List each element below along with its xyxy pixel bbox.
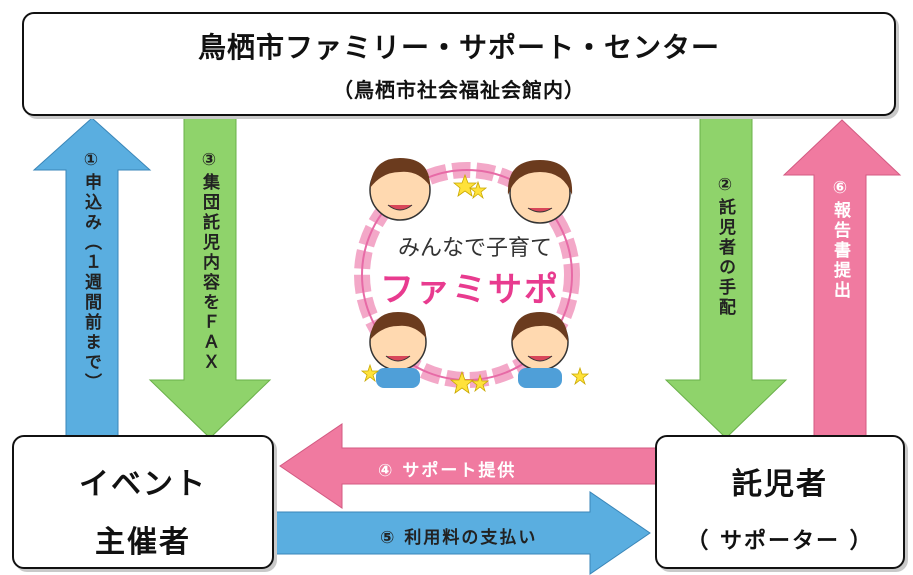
flow-1-label: ①申込み（１週間前まで） bbox=[81, 150, 101, 393]
flow-5-text: 利用料の支払い bbox=[404, 528, 538, 548]
child-illustration-bottom-left bbox=[369, 312, 427, 388]
flow-5-number: ⑤ bbox=[380, 528, 397, 548]
flow-4-text: サポート提供 bbox=[402, 461, 517, 481]
child-illustration-top-left bbox=[369, 158, 431, 221]
flow-3-number: ③ bbox=[199, 150, 219, 173]
supporter-box: 託児者 （ サポーター ） bbox=[655, 435, 905, 569]
organizer-label-line2: 主催者 bbox=[95, 525, 191, 560]
event-organizer-box: イベント 主催者 bbox=[12, 435, 274, 569]
flow-2-text: 託児者の手配 bbox=[715, 198, 735, 318]
star-decorations bbox=[360, 173, 590, 394]
arrow-payment bbox=[274, 491, 651, 575]
child-illustration-top-right bbox=[507, 160, 573, 224]
flow-2-label: ②託児者の手配 bbox=[715, 175, 735, 318]
arrow-arrange bbox=[664, 117, 788, 439]
flow-5-label: ⑤ 利用料の支払い bbox=[380, 523, 537, 548]
supporter-label-line1: 託児者 bbox=[732, 467, 828, 502]
flow-2-number: ② bbox=[715, 175, 735, 198]
flow-3-label: ③集団託児内容をＦＡＸ bbox=[199, 150, 219, 373]
logo-brand-name: ファミサポ bbox=[380, 270, 560, 310]
flow-4-number: ④ bbox=[378, 461, 395, 481]
center-title: 鳥栖市ファミリー・サポート・センター bbox=[197, 31, 720, 64]
arrow-report bbox=[782, 119, 902, 439]
flow-1-text: 申込み（１週間前まで） bbox=[81, 173, 101, 393]
flow-4-label: ④ サポート提供 bbox=[378, 456, 516, 481]
arrow-apply bbox=[32, 117, 152, 441]
flow-6-label: ⑥報告書提出 bbox=[830, 178, 850, 301]
arrow-fax bbox=[148, 117, 272, 439]
logo-tagline: みんなで子育て bbox=[398, 236, 553, 261]
flow-6-number: ⑥ bbox=[830, 178, 850, 201]
supporter-label-line2: （ サポーター ） bbox=[686, 529, 874, 554]
flow-6-text: 報告書提出 bbox=[830, 201, 850, 301]
flow-1-number: ① bbox=[81, 150, 101, 173]
center-subtitle: （鳥栖市社会福祉会館内） bbox=[333, 78, 585, 102]
flow-3-text: 集団託児内容をＦＡＸ bbox=[199, 173, 219, 373]
family-support-center-box: 鳥栖市ファミリー・サポート・センター （鳥栖市社会福祉会館内） bbox=[22, 12, 896, 116]
arrow-support bbox=[279, 423, 658, 509]
organizer-label-line1: イベント bbox=[79, 467, 207, 502]
child-illustration-bottom-right bbox=[511, 312, 569, 388]
